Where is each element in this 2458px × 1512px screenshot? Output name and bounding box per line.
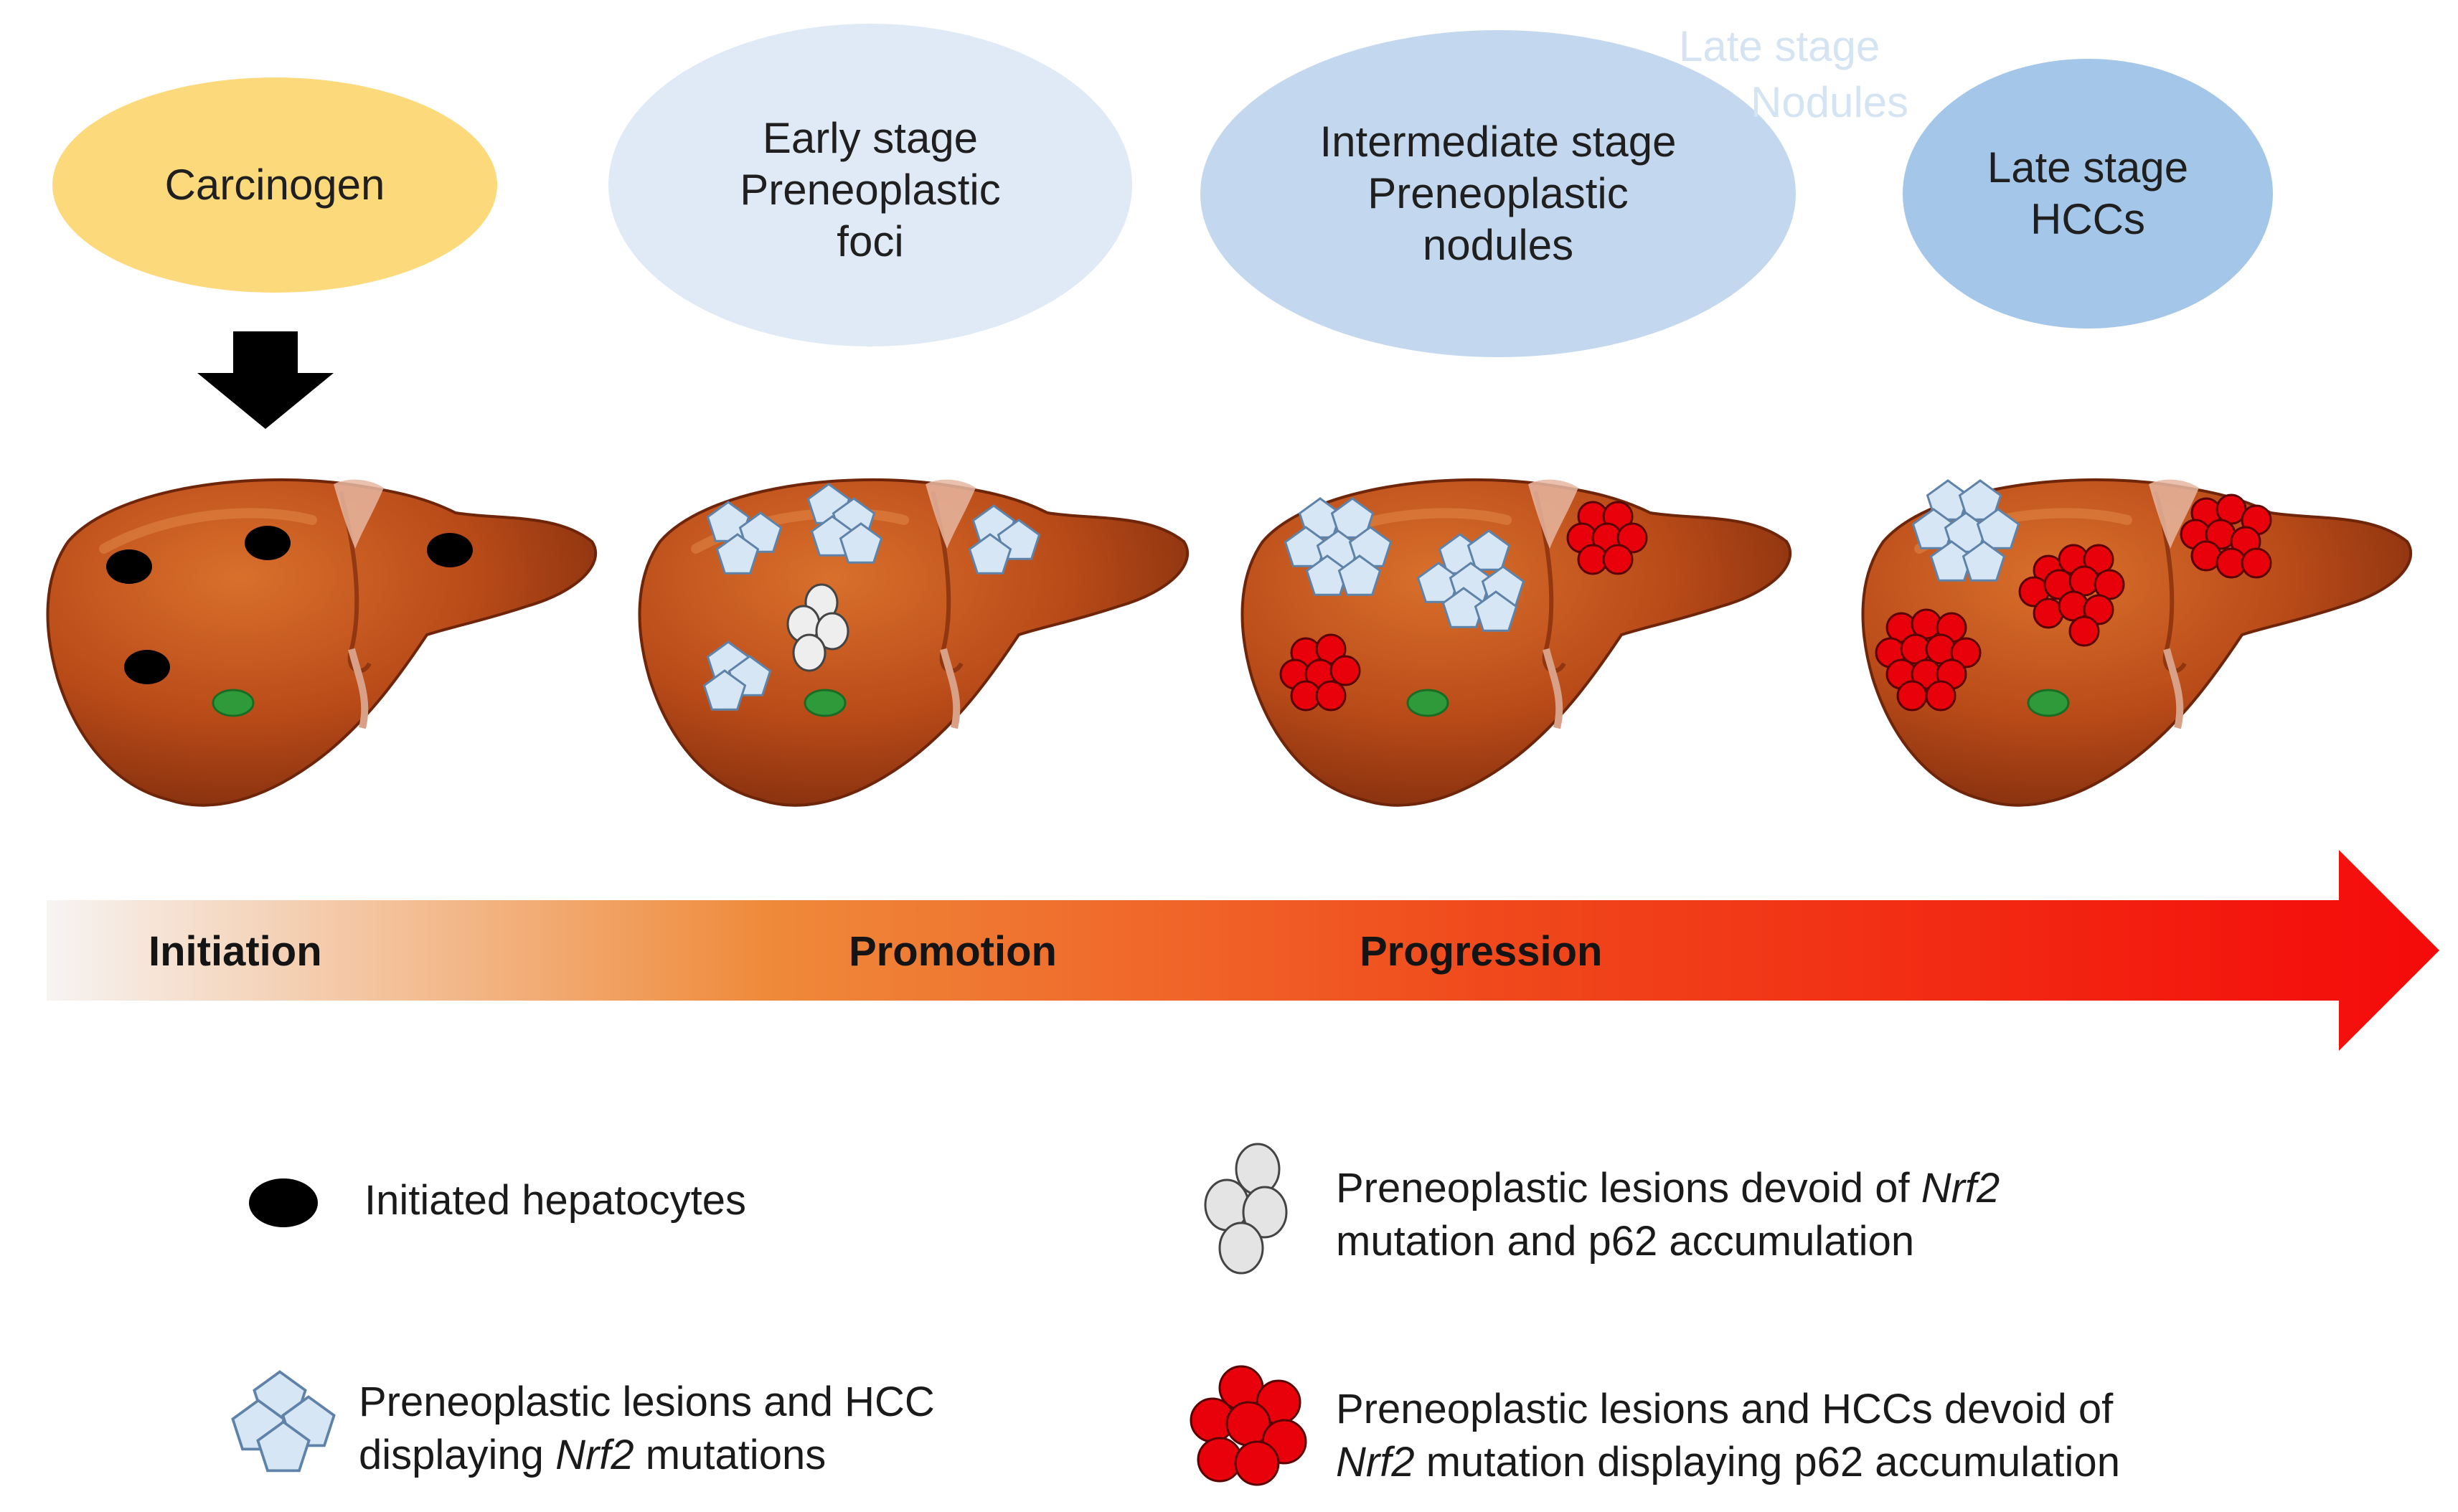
devoid-cluster [786,583,849,672]
legend-initiated-icon [249,1178,318,1227]
p62-cluster [1875,608,1982,712]
ghost-text: Nodules [1751,78,1909,126]
legend-devoid-label: Preneoplastic lesions devoid of Nrf2 mut… [1336,1165,2000,1265]
phase-initiation: Initiation [149,928,322,975]
legend-p62-icon [1190,1365,1307,1486]
phase-promotion: Promotion [849,928,1057,975]
stage-label-intermediate: Intermediate stage Preneoplastic nodules [1319,118,1677,269]
ghost-text: Late stage [1679,22,1880,70]
liver-intermediate [1242,480,1790,805]
p62-cluster [1279,633,1361,712]
p62-cluster [1566,501,1648,575]
liver-initiation [47,480,595,805]
p62-cluster [2180,493,2272,579]
legend-nrf2-icon [231,1370,336,1473]
legend-devoid-icon [1204,1143,1288,1275]
phase-progression: Progression [1360,928,1603,975]
initiated-cell-4 [427,533,473,567]
legend-initiated-label: Initiated hepatocytes [364,1177,747,1224]
oval-intermediate-stage [1200,30,1796,357]
legend-p62-label: Preneoplastic lesions and HCCs devoid of… [1336,1386,2120,1485]
down-arrow-icon [197,331,334,429]
stage-label-late: Late stage HCCs [1987,143,2189,243]
oval-early-stage [608,24,1132,346]
stage-label-early: Early stage Preneoplastic foci [740,114,1001,265]
liver-late [1863,480,2411,805]
p62-cluster [2018,544,2125,647]
initiated-cell-1 [106,549,152,584]
oval-carcinogen [52,77,497,293]
initiated-cell-2 [245,526,291,560]
oval-late-stage [1903,59,2273,329]
liver-early [639,480,1187,805]
initiated-cell-3 [124,650,170,684]
progression-arrow [47,850,2439,1051]
stage-label-carcinogen: Carcinogen [164,161,385,209]
legend-nrf2-label: Preneoplastic lesions and HCC displaying… [359,1379,935,1478]
